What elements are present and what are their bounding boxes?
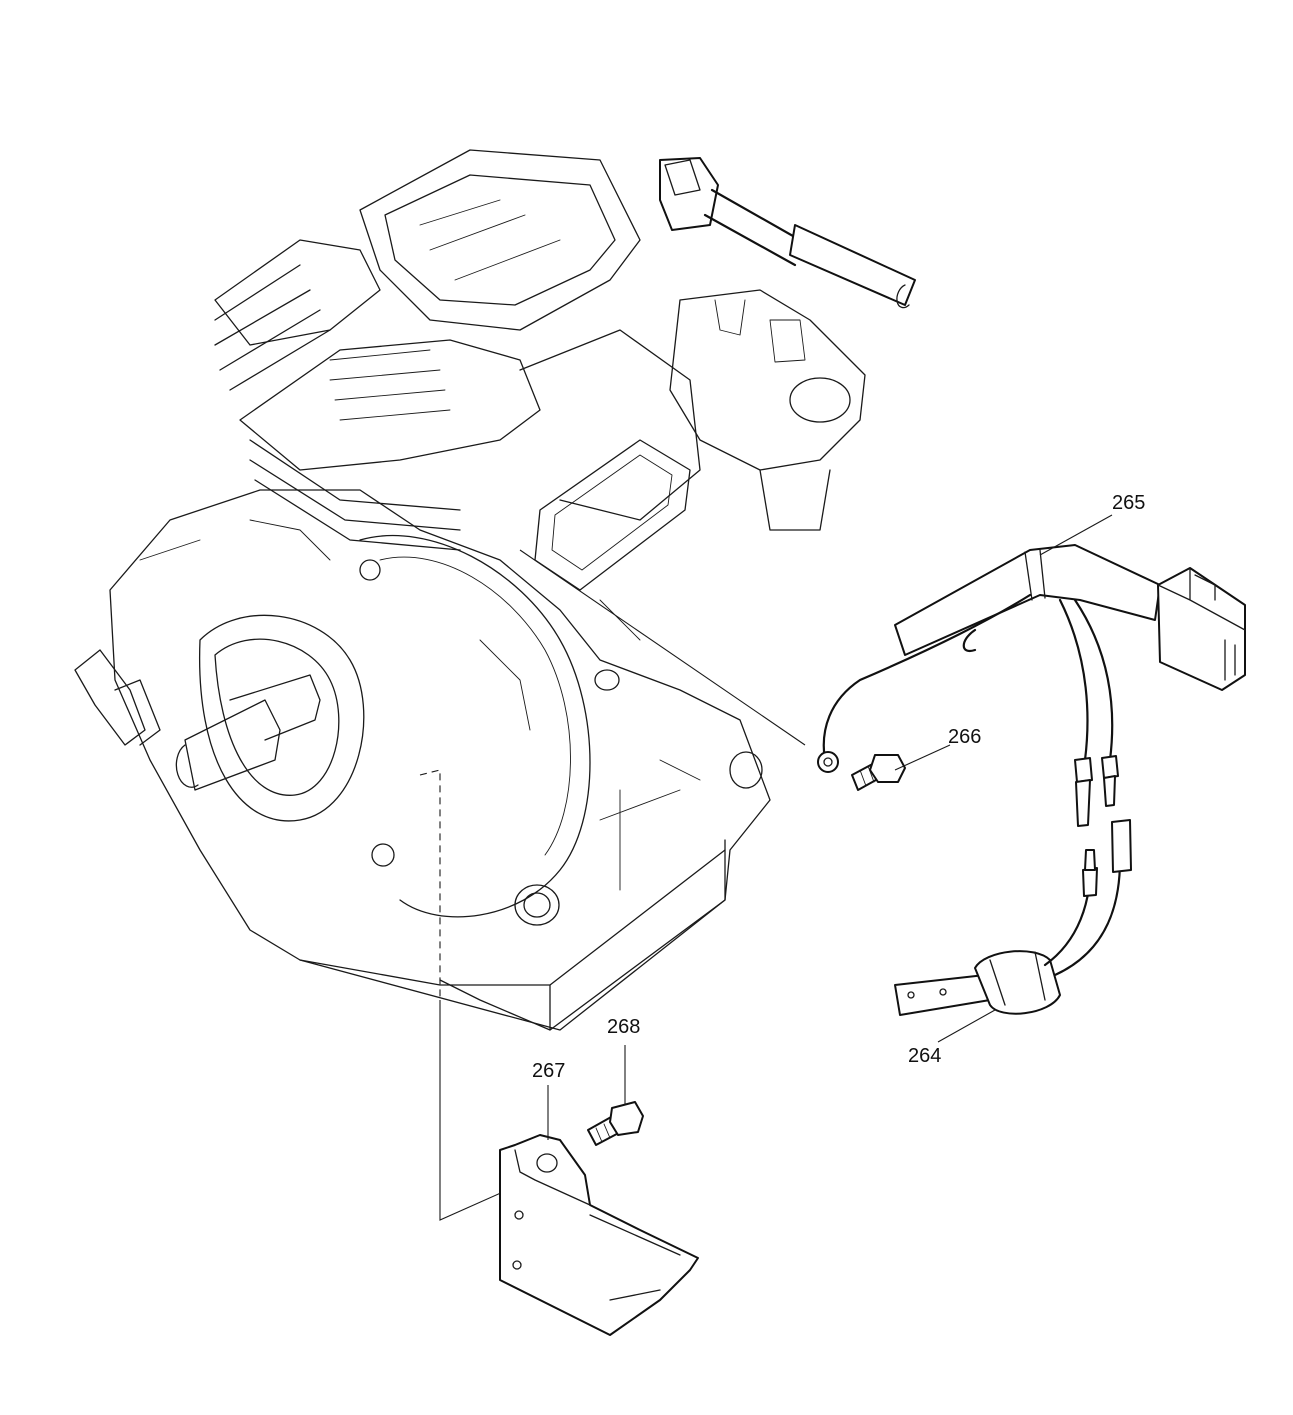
callout-268: 268 xyxy=(607,1016,640,1038)
callout-labels: 265 266 264 268 267 xyxy=(532,492,1145,1082)
engine-assembly xyxy=(74,149,916,1031)
callout-264: 264 xyxy=(908,1045,941,1067)
ignition-coil xyxy=(894,819,1132,1016)
bolt-266 xyxy=(851,754,906,791)
mounting-bracket xyxy=(499,1134,699,1336)
callout-leaders xyxy=(547,514,1113,1140)
bolt-268 xyxy=(587,1101,644,1146)
callout-265: 265 xyxy=(1112,492,1145,514)
callout-267: 267 xyxy=(532,1060,565,1082)
wiring-harness xyxy=(817,544,1246,827)
callout-266: 266 xyxy=(948,726,981,748)
